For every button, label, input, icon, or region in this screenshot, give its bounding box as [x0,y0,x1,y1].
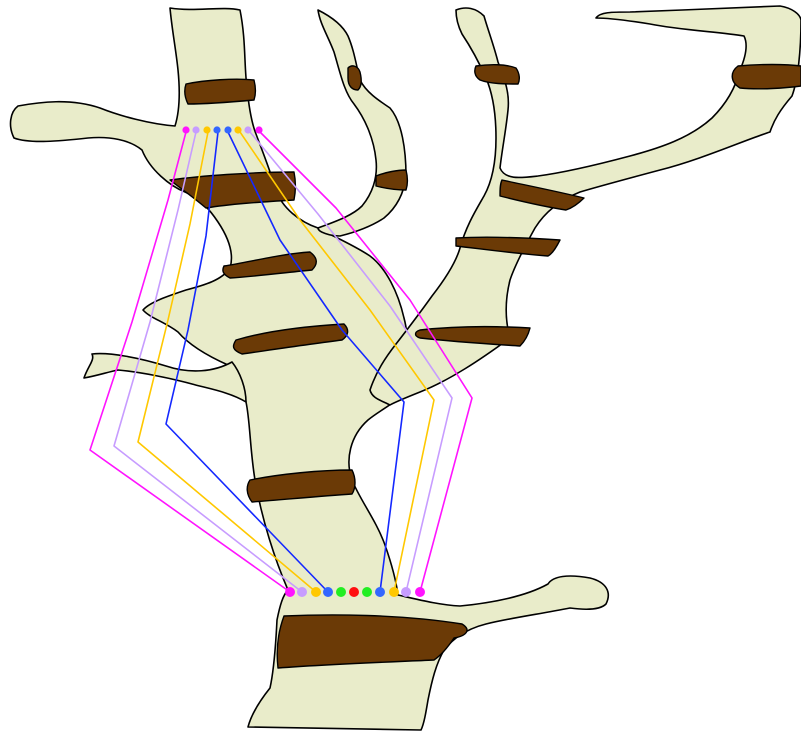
bottom-dot-blue [323,587,333,597]
bottom-dot-red [349,587,359,597]
top-dot-lavender [192,126,199,133]
top-dot-magenta [255,126,262,133]
right-branch [370,6,801,405]
bottom-dot-green [336,587,346,597]
bottom-dot-lavender [401,587,411,597]
band [185,79,256,104]
top-dot-lavender [244,126,251,133]
band [732,65,801,89]
bottom-dot-gold [311,587,321,597]
top-dot-blue [224,126,231,133]
bottom-dot-green [362,587,372,597]
band [348,66,361,90]
bottom-dot-magenta [285,587,295,597]
bottom-dot-lavender [297,587,307,597]
top-dot-magenta [182,126,189,133]
bottom-dot-blue [375,587,385,597]
top-dot-gold [203,126,210,133]
bottom-dot-gold [389,587,399,597]
top-dot-blue [213,126,220,133]
band [475,65,520,84]
bottom-dot-magenta [415,587,425,597]
top-dot-gold [234,126,241,133]
